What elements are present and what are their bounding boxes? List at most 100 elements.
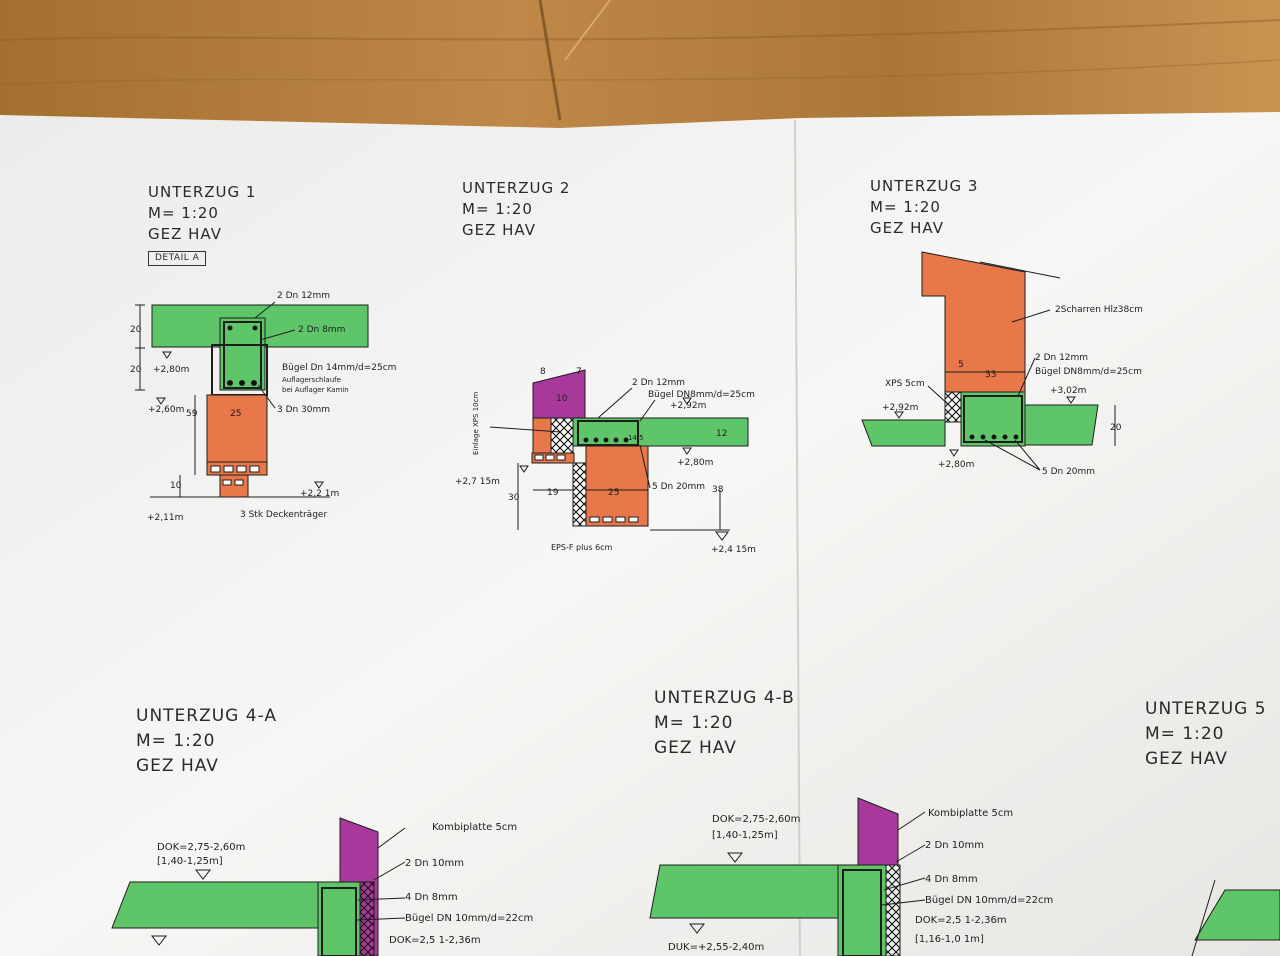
u3-xps: XPS 5cm: [885, 379, 925, 389]
u4a-rebar-1: 2 Dn 10mm: [405, 858, 464, 869]
u1-dim-20b: 20: [130, 365, 142, 375]
u1-top-rebar: 2 Dn 12mm: [277, 291, 330, 301]
unterzug-4b-detail: [649, 797, 926, 956]
section-title-unterzug-5: UNTERZUG 5 M= 1:20 GEZ HAV: [1145, 697, 1267, 772]
author: GEZ HAV: [462, 221, 536, 239]
slab-concrete: [861, 419, 946, 447]
beam-concrete: [837, 864, 887, 956]
scale: M= 1:20: [136, 731, 216, 751]
u1-dim-59: 59: [186, 409, 198, 419]
author: GEZ HAV: [136, 756, 219, 776]
u1-mid-rebar: 2 Dn 8mm: [298, 325, 345, 335]
u1-level-211: +2,11m: [147, 513, 183, 523]
u3-level-280: +2,80m: [938, 460, 974, 470]
stirrup-outline: [963, 395, 1023, 443]
u3-top-rebar: 2 Dn 12mm: [1035, 353, 1088, 363]
u1-level-221: +2,2 1m: [300, 489, 339, 499]
scale: M= 1:20: [1145, 724, 1225, 744]
u2-stirrup: Bügel DN8mm/d=25cm: [648, 390, 755, 400]
u4a-dok-sub: [1,40-1,25m]: [157, 856, 223, 867]
unterzug-1-labels: 2 Dn 12mm 2 Dn 8mm Bügel Dn 14mm/d=25cm …: [130, 291, 396, 523]
u2-dim-30: 30: [508, 493, 520, 503]
section-title-unterzug-3: UNTERZUG 3 M= 1:20 GEZ HAV: [870, 176, 978, 239]
u2-dim-19: 19: [547, 488, 559, 498]
u2-dim-25: 25: [608, 488, 619, 498]
stirrup-outline: [577, 420, 639, 446]
u1-beams: 3 Stk Deckenträger: [240, 510, 327, 520]
u1-dim-25: 25: [230, 409, 241, 419]
u2-dim-38: 38: [712, 485, 724, 495]
u4b-dok-sub: [1,40-1,25m]: [712, 830, 778, 841]
brick-left: [532, 417, 552, 454]
u4a-dok: DOK=2,75-2,60m: [157, 842, 245, 853]
u1-bottom-rebar: 3 Dn 30mm: [277, 405, 330, 415]
title: UNTERZUG 4-A: [136, 706, 277, 726]
stirrup-outline: [321, 887, 357, 956]
title: UNTERZUG 2: [462, 179, 571, 197]
u3-dim-5: 5: [958, 360, 964, 370]
slab-concrete: [649, 864, 839, 919]
u1-dim-20a: 20: [130, 325, 142, 335]
scale: M= 1:20: [148, 204, 219, 222]
u1-stirrup: Bügel Dn 14mm/d=25cm: [282, 363, 396, 373]
u2-dim-10: 10: [556, 394, 568, 404]
unterzug-1-detail: [135, 301, 369, 498]
u4b-kombi: Kombiplatte 5cm: [928, 808, 1013, 819]
u3-dim-20: 20: [1110, 423, 1122, 433]
u4b-stirrup: Bügel DN 10mm/d=22cm: [925, 895, 1053, 906]
u3-stirrup: Bügel DN8mm/d=25cm: [1035, 367, 1142, 377]
beam-concrete: [219, 317, 266, 391]
u4b-dok-2: DOK=2,5 1-2,36m: [915, 915, 1007, 926]
section-title-unterzug-1: UNTERZUG 1 M= 1:20 GEZ HAV DETAIL A: [148, 182, 256, 266]
unterzug-4a-labels: DOK=2,75-2,60m [1,40-1,25m] Kombiplatte …: [157, 822, 533, 946]
u3-level-302: +3,02m: [1050, 386, 1086, 396]
u2-dim-7: 7: [576, 367, 582, 377]
scale: M= 1:20: [654, 713, 734, 733]
brick-wall: [585, 445, 649, 527]
u4a-kombi: Kombiplatte 5cm: [432, 822, 517, 833]
u4a-stirrup: Bügel DN 10mm/d=22cm: [405, 913, 533, 924]
u2-eps: EPS-F plus 6cm: [551, 543, 613, 552]
u2-level-2715: +2,7 15m: [455, 477, 500, 487]
title: UNTERZUG 5: [1145, 699, 1267, 719]
author: GEZ HAV: [1145, 749, 1228, 769]
unterzug-3-labels: 2Scharren Hlz38cm 2 Dn 12mm Bügel DN8mm/…: [882, 305, 1143, 477]
u1-loop-2: bei Auflager Kamin: [282, 386, 349, 394]
title: UNTERZUG 4-B: [654, 688, 795, 708]
u4b-duk: DUK=+2,55-2,40m: [668, 942, 764, 953]
u2-level-280: +2,80m: [677, 458, 713, 468]
u2-dim-14: 14.5: [628, 434, 644, 442]
section-title-unterzug-2: UNTERZUG 2 M= 1:20 GEZ HAV: [462, 178, 570, 241]
scale: M= 1:20: [462, 200, 533, 218]
detail-tag: DETAIL A: [148, 251, 207, 266]
unterzug-2-labels: 8 7 10 2 Dn 12mm Bügel DN8mm/d=25cm +2,9…: [455, 367, 756, 555]
insulation-hatch: [885, 864, 901, 956]
u3-bottom-rebar: 5 Dn 20mm: [1042, 467, 1095, 477]
unterzug-5-detail: [1191, 879, 1280, 956]
unterzug-4b-labels: DOK=2,75-2,60m [1,40-1,25m] Kombiplatte …: [668, 808, 1053, 953]
u2-level-292: +2,92m: [670, 401, 706, 411]
stirrup-outline: [223, 321, 262, 389]
u4a-dok-2: DOK=2,5 1-2,36m: [389, 935, 481, 946]
u2-level-2415: +2,4 15m: [711, 545, 756, 555]
scale: M= 1:20: [870, 198, 941, 216]
slab-concrete: [111, 881, 319, 929]
xps-insulation: [550, 417, 574, 454]
u4b-rebar-2: 4 Dn 8mm: [925, 874, 978, 885]
stirrup-outline: [842, 869, 882, 956]
u2-dim-8: 8: [540, 367, 546, 377]
u3-level-292: +2,92m: [882, 403, 918, 413]
section-title-unterzug-4a: UNTERZUG 4-A M= 1:20 GEZ HAV: [136, 704, 277, 779]
u3-dim-33: 33: [985, 370, 996, 380]
unterzug-2-detail: [489, 369, 749, 541]
section-title-unterzug-4b: UNTERZUG 4-B M= 1:20 GEZ HAV: [654, 686, 795, 761]
u3-bricks: 2Scharren Hlz38cm: [1055, 305, 1143, 315]
u1-level-280: +2,80m: [153, 365, 189, 375]
u2-dim-12: 12: [716, 429, 727, 439]
u2-xps: Einlage XPS 10cm: [472, 392, 480, 455]
ceiling-beams: [219, 474, 249, 498]
u4b-dok: DOK=2,75-2,60m: [712, 814, 800, 825]
unterzug-4a-detail: [111, 817, 406, 956]
author: GEZ HAV: [148, 225, 222, 243]
